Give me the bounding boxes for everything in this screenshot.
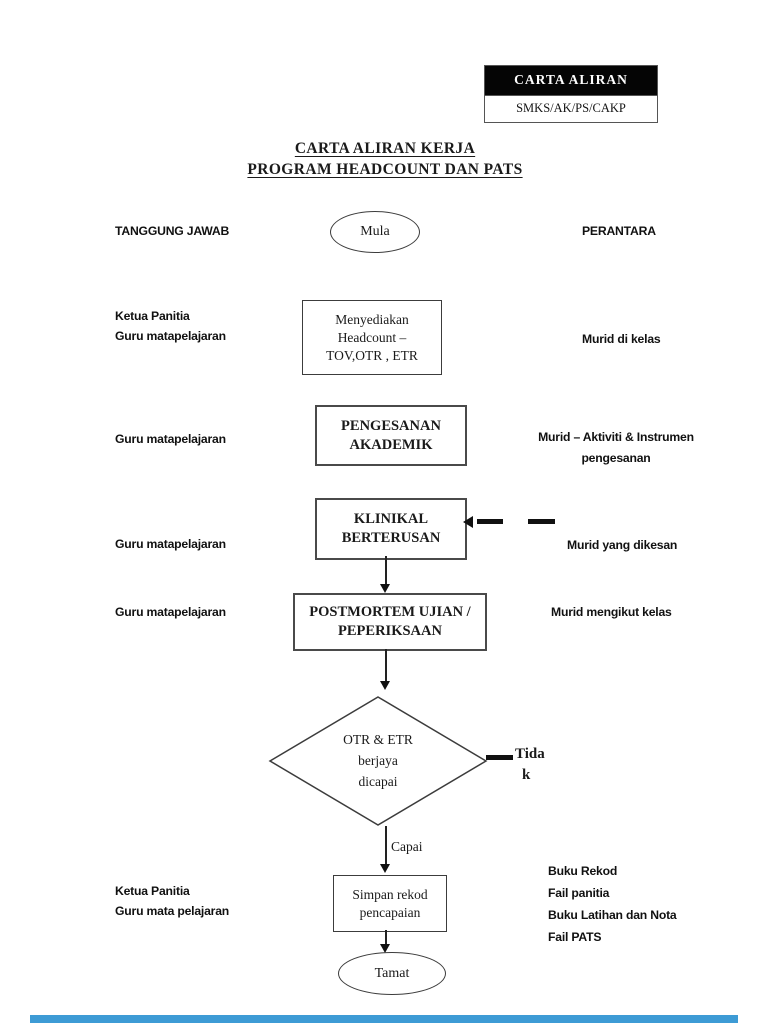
- flow-step1-box: Menyediakan Headcount – TOV,OTR , ETR: [302, 300, 442, 375]
- connector-line: [385, 649, 387, 682]
- intermediary-2-line1: Murid – Aktiviti & Instrumen: [538, 430, 694, 444]
- step1-line2: Headcount –: [337, 329, 407, 345]
- responsibility-5: Ketua Panitia Guru mata pelajaran: [115, 881, 229, 921]
- flow-step5-box: Simpan rekod pencapaian: [333, 875, 447, 932]
- flow-start-oval: Mula: [330, 211, 420, 253]
- responsibility-2: Guru matapelajaran: [115, 432, 226, 446]
- connector-line: [385, 930, 387, 945]
- step3-line1: KLINIKAL: [353, 511, 429, 527]
- arrowhead-down-icon: [380, 864, 390, 873]
- step2-line1: PENGESANAN: [341, 417, 441, 434]
- step3-line2: BERTERUSAN: [341, 530, 441, 546]
- arrowhead-down-icon: [380, 584, 390, 593]
- decision-diamond-shape: [268, 696, 488, 826]
- no-label-line1: Tida: [515, 746, 545, 762]
- flow-step2-box: PENGESANAN AKADEMIK: [315, 405, 467, 466]
- intermediary-3: Murid yang dikesan: [567, 538, 678, 552]
- responsibility-5-line2: Guru mata pelajaran: [115, 904, 230, 918]
- decision-text: OTR & ETR berjaya dicapai: [316, 729, 440, 792]
- step2-line2: AKADEMIK: [349, 436, 433, 453]
- doc-label-box: CARTA ALIRAN SMKS/AK/PS/CAKP: [484, 65, 658, 123]
- step5-line1: Simpan rekod: [352, 886, 428, 902]
- page-title-line1: CARTA ALIRAN KERJA: [294, 140, 476, 157]
- step4-line2: PEPERIKSAAN: [338, 623, 442, 639]
- no-branch-label: Tida k: [515, 744, 545, 786]
- dashed-arrowhead-left-icon: [463, 516, 473, 528]
- intermediary-2: Murid – Aktiviti & Instrumen pengesanan: [520, 427, 712, 469]
- step1-line1: Menyediakan: [335, 311, 409, 327]
- yes-branch-label: Capai: [391, 839, 423, 854]
- responsibility-3: Guru matapelajaran: [115, 537, 226, 551]
- intermediary-5-line1: Buku Rekod: [548, 864, 618, 878]
- bottom-page-bar: [30, 1015, 738, 1023]
- dashed-arrow-segment: [477, 519, 503, 524]
- arrowhead-down-icon: [380, 944, 390, 953]
- flow-step4-box: POSTMORTEM UJIAN / PEPERIKSAAN: [293, 593, 487, 651]
- flow-end-label: Tamat: [374, 965, 410, 981]
- intermediary-5-line3: Buku Latihan dan Nota: [548, 908, 677, 922]
- step5-line2: pencapaian: [359, 904, 421, 920]
- no-label-line2: k: [522, 767, 531, 783]
- connector-line: [385, 556, 387, 585]
- dashed-arrow-segment: [528, 519, 555, 524]
- intermediary-5-line4: Fail PATS: [548, 930, 602, 944]
- flow-start-label: Mula: [360, 224, 390, 239]
- column-header-perantara: PERANTARA: [582, 224, 656, 238]
- flow-step3-box: KLINIKAL BERTERUSAN: [315, 498, 467, 560]
- intermediary-5-line2: Fail panitia: [548, 886, 610, 900]
- decision-line3: dicapai: [358, 774, 398, 789]
- no-branch-line: [486, 755, 513, 760]
- responsibility-1-line1: Ketua Panitia: [115, 309, 190, 323]
- intermediary-1: Murid di kelas: [582, 332, 661, 346]
- responsibility-5-line1: Ketua Panitia: [115, 884, 190, 898]
- intermediary-4: Murid mengikut kelas: [551, 605, 672, 619]
- page-title-line2: PROGRAM HEADCOUNT DAN PATS: [247, 161, 523, 178]
- decision-line1: OTR & ETR: [343, 732, 413, 747]
- doc-label-title: CARTA ALIRAN: [485, 66, 657, 95]
- column-header-tanggung-jawab: TANGGUNG JAWAB: [115, 224, 230, 238]
- step1-line3: TOV,OTR , ETR: [326, 347, 418, 363]
- decision-line2: berjaya: [358, 753, 398, 768]
- diamond-outline: [268, 696, 488, 826]
- responsibility-1: Ketua Panitia Guru matapelajaran: [115, 306, 226, 346]
- arrowhead-down-icon: [380, 681, 390, 690]
- doc-label-code: SMKS/AK/PS/CAKP: [485, 95, 657, 122]
- responsibility-4: Guru matapelajaran: [115, 605, 226, 619]
- intermediary-5: Buku Rekod Fail panitia Buku Latihan dan…: [548, 860, 677, 948]
- step4-line1: POSTMORTEM UJIAN /: [309, 604, 471, 620]
- connector-line: [385, 826, 387, 866]
- responsibility-1-line2: Guru matapelajaran: [115, 329, 226, 343]
- intermediary-2-line2: pengesanan: [581, 451, 651, 465]
- page-title: CARTA ALIRAN KERJA PROGRAM HEADCOUNT DAN…: [185, 138, 585, 180]
- flow-end-oval: Tamat: [338, 952, 446, 995]
